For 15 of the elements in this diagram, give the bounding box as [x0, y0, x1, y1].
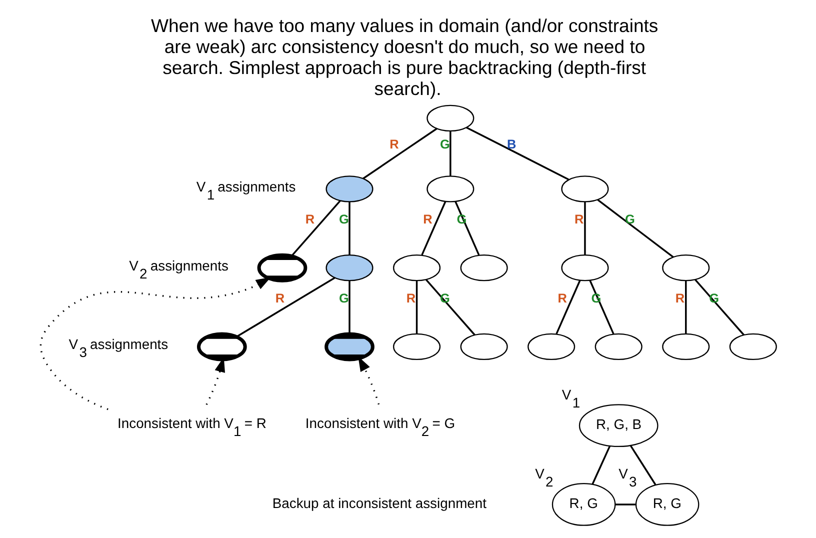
edge-label: G — [439, 136, 450, 152]
label: Backup at inconsistent assignment — [272, 495, 486, 512]
edge-label: R — [422, 211, 432, 226]
edge-label: R — [389, 136, 398, 152]
edge-label: B — [506, 136, 516, 152]
edge-label: G — [624, 212, 634, 227]
edge-label: R — [574, 211, 584, 226]
edge-label: R — [557, 290, 566, 306]
edge-label: R — [304, 212, 314, 227]
diagram-title: When we have too many values in domain (and/or constraints are weak) arc consistency doesn't do much, so we need to search. Simplest approach is pure backtracking (depth-first search). — [150, 15, 658, 99]
edge-label: R — [274, 290, 284, 306]
edge-label: R — [406, 290, 416, 306]
edge-label: G — [338, 211, 348, 226]
edge-label: G — [338, 290, 348, 306]
edge-label: R — [674, 290, 684, 306]
